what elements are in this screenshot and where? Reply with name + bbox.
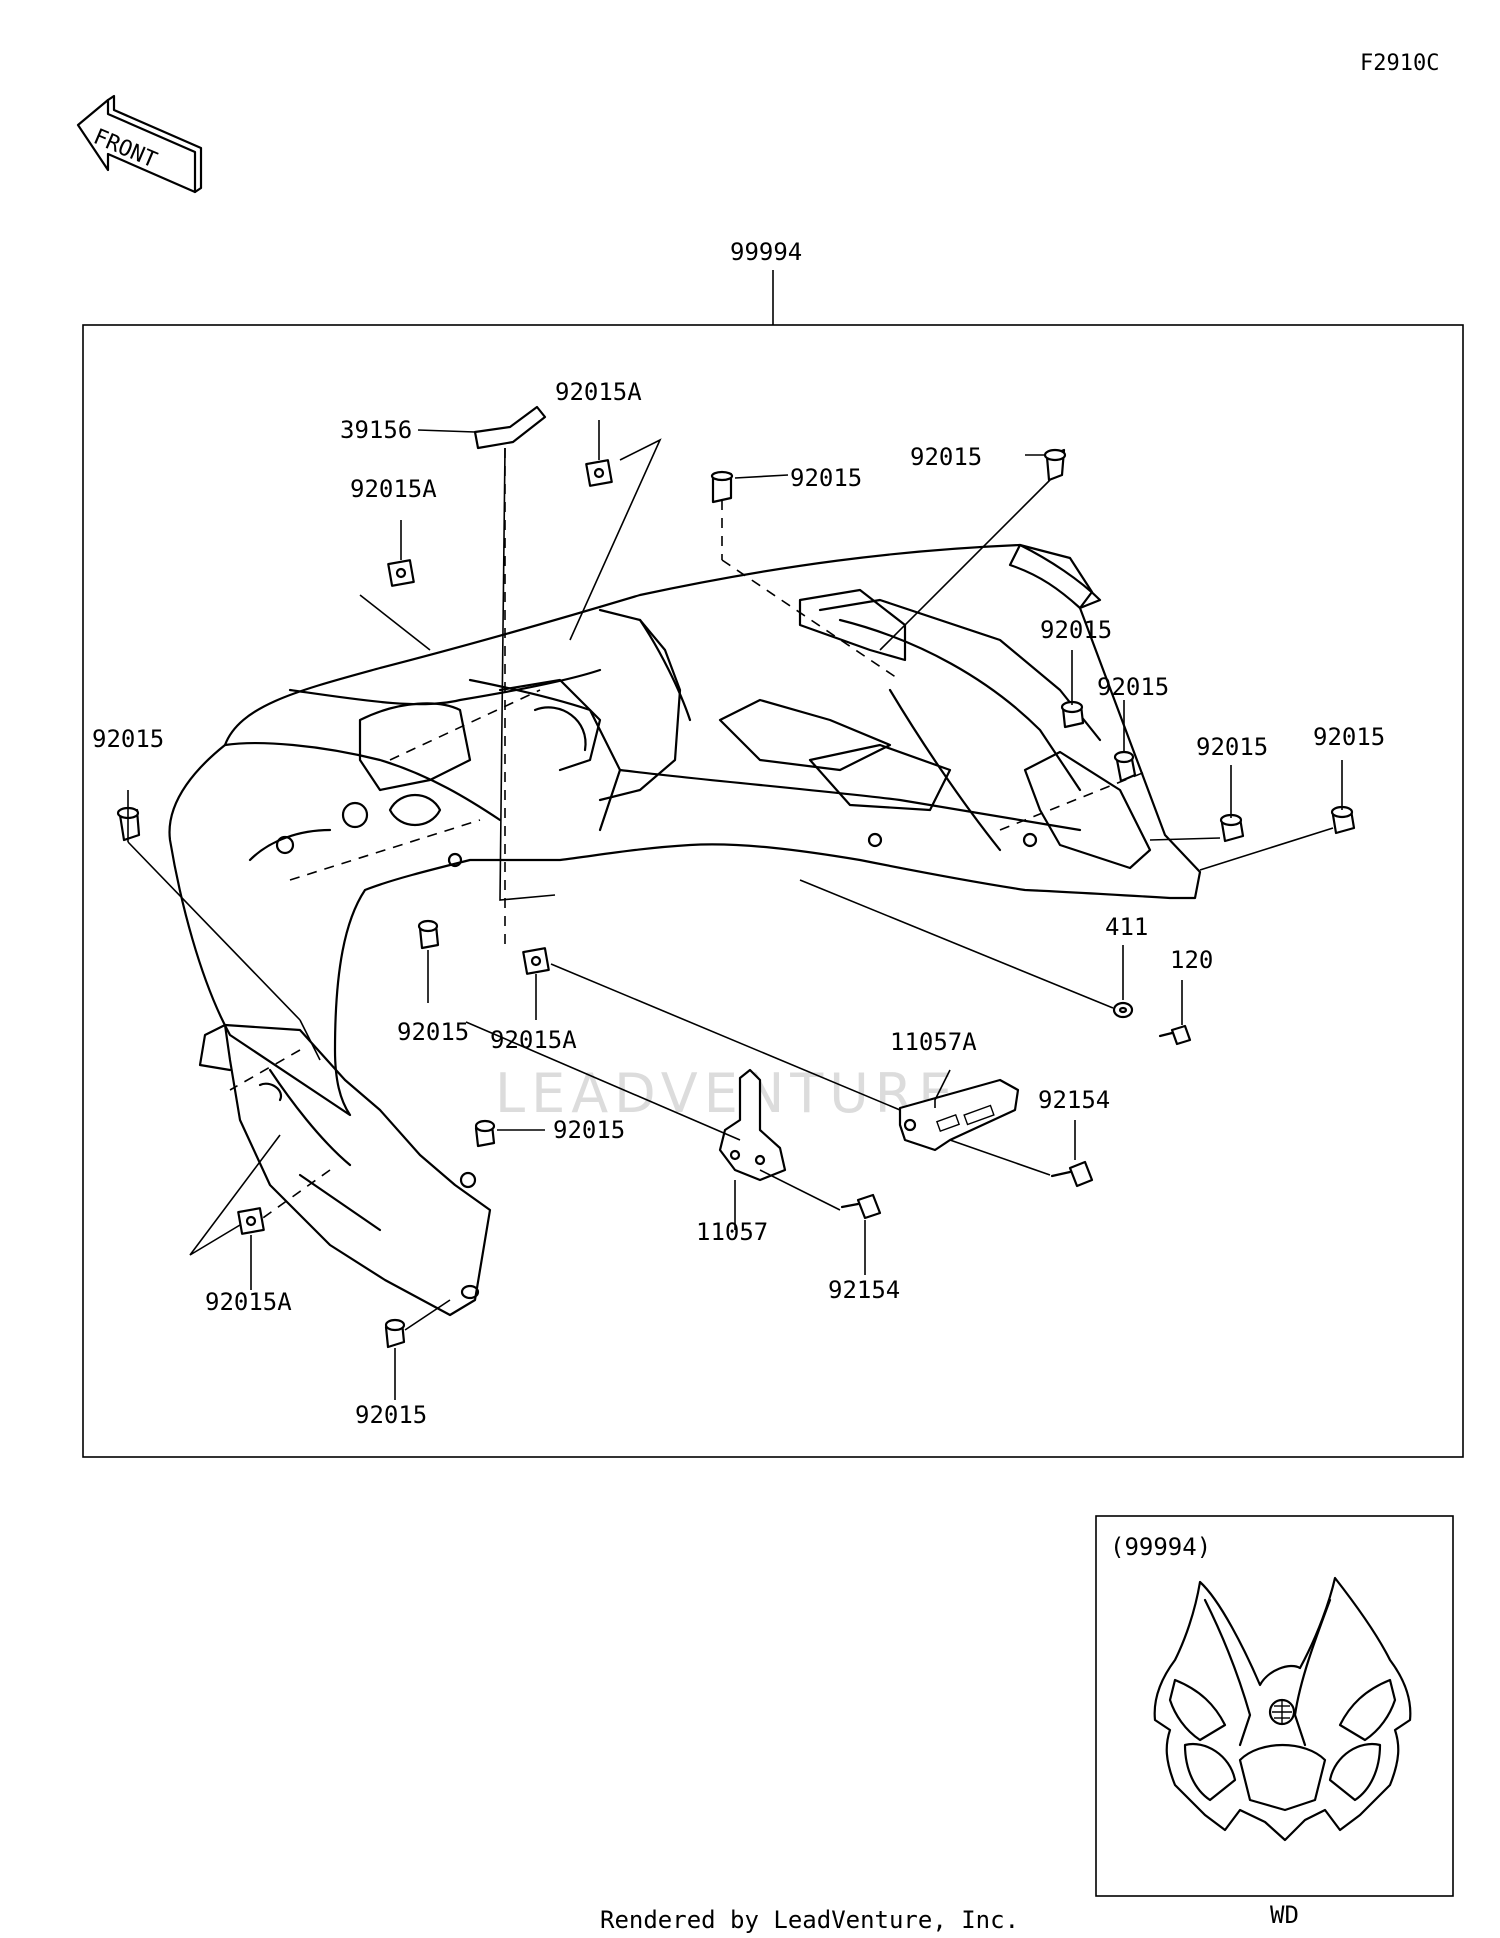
label-120: 120 xyxy=(1170,946,1213,974)
nut-92015A-lower-part xyxy=(237,1207,265,1235)
label-92015-center: 92015 xyxy=(397,1018,469,1046)
inset-label: (99994) xyxy=(1110,1533,1211,1561)
label-92015-top-mid: 92015 xyxy=(790,464,862,492)
grommet-92015-right2-part xyxy=(1113,750,1137,783)
upper-cowl-part xyxy=(168,543,1202,1117)
washer-411-part xyxy=(1112,1001,1134,1019)
assembly-label: 99994 xyxy=(730,238,802,266)
label-92154-right: 92154 xyxy=(1038,1086,1110,1114)
bolt-92154-lower-part xyxy=(840,1193,882,1220)
bracket-11057A-part xyxy=(898,1078,1020,1152)
clip-39156-part xyxy=(473,405,547,450)
label-11057A: 11057A xyxy=(890,1028,977,1056)
inset-cowl-front-view xyxy=(1153,1576,1412,1842)
label-92015A-left: 92015A xyxy=(350,475,437,503)
nut-92015A-top-part xyxy=(585,459,613,487)
label-92015-lower: 92015 xyxy=(553,1116,625,1144)
grommet-92015-right4-part xyxy=(1330,805,1356,835)
label-92015A-lower: 92015A xyxy=(205,1288,292,1316)
grommet-92015-top-right-part xyxy=(1043,448,1067,482)
grommet-92015-lower-part xyxy=(474,1119,496,1148)
label-92154-lower: 92154 xyxy=(828,1276,900,1304)
main-frame xyxy=(82,324,1464,1458)
grommet-92015-right3-part xyxy=(1219,813,1245,843)
inset-frame xyxy=(1095,1515,1454,1897)
label-92015-bottom: 92015 xyxy=(355,1401,427,1429)
bolt-92154-right-part xyxy=(1050,1160,1094,1188)
grommet-92015-top-mid-part xyxy=(710,470,734,504)
front-arrow-icon: FRONT xyxy=(76,94,203,194)
footer-credit: Rendered by LeadVenture, Inc. xyxy=(600,1906,1019,1934)
label-92015-right4: 92015 xyxy=(1313,723,1385,751)
label-92015-right1: 92015 xyxy=(1040,616,1112,644)
label-92015-top-right: 92015 xyxy=(910,443,982,471)
grommet-92015-bottom-part xyxy=(384,1318,406,1349)
label-92015-left: 92015 xyxy=(92,725,164,753)
label-92015A-top: 92015A xyxy=(555,378,642,406)
nut-92015A-center-part xyxy=(522,947,550,975)
label-39156: 39156 xyxy=(340,416,412,444)
label-411: 411 xyxy=(1105,913,1148,941)
label-92015A-center: 92015A xyxy=(490,1026,577,1054)
label-11057: 11057 xyxy=(696,1218,768,1246)
grommet-92015-right1-part xyxy=(1060,700,1085,729)
nut-92015A-left-part xyxy=(387,559,415,587)
label-92015-right2: 92015 xyxy=(1097,673,1169,701)
label-92015-right3: 92015 xyxy=(1196,733,1268,761)
bracket-11057-part xyxy=(718,1068,787,1182)
inset-variant-label: WD xyxy=(1270,1901,1299,1929)
watermark: LEADVENTURE xyxy=(495,1062,958,1125)
grommet-92015-center-part xyxy=(417,919,440,950)
diagram-code: F2910C xyxy=(1360,51,1439,76)
lower-side-panel-part xyxy=(198,1023,492,1317)
screw-120-part xyxy=(1158,1024,1192,1046)
